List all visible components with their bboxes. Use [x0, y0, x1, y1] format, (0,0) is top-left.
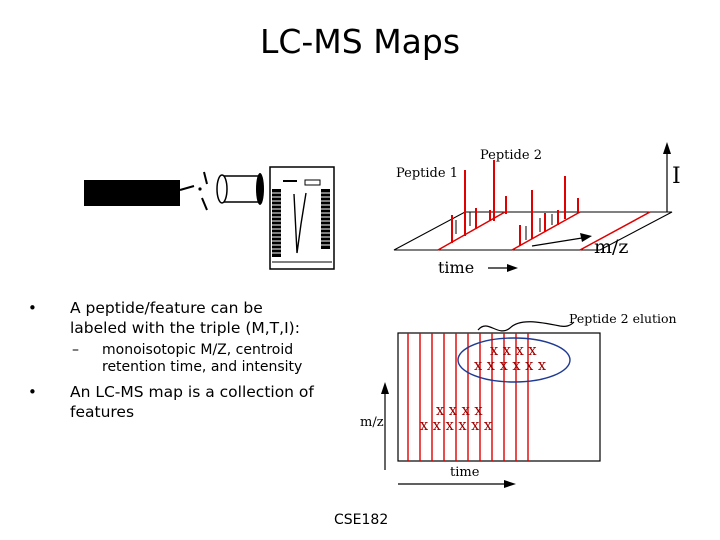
- sub-bullet-dash: –: [72, 342, 79, 358]
- ms-trajectory: [293, 192, 307, 254]
- map-scan-lines: [407, 333, 529, 461]
- elution-pointer: [477, 321, 575, 332]
- cluster-lower-row-2: x x x x x x: [420, 418, 493, 434]
- bullet-subtext-1: monoisotopic M/Z, centroid retention tim…: [102, 342, 303, 375]
- mz-axis: [531, 237, 583, 247]
- map-time-label: time: [450, 465, 480, 480]
- ms-vent-lines: [272, 192, 330, 254]
- peptide2-peaks: [519, 190, 559, 246]
- mz-label: m/z: [594, 236, 629, 258]
- bullet-dot: •: [28, 299, 37, 317]
- mz-axis-head: [580, 233, 592, 242]
- ms-vent-left: [272, 189, 281, 257]
- cluster-lower-row-1: x x x x: [436, 403, 483, 419]
- map-frame: [397, 332, 601, 462]
- cluster-upper-row-2: x x x x x x: [474, 358, 547, 374]
- time-axis-head: [507, 264, 518, 272]
- map-mz-axis-head: [381, 382, 389, 394]
- bullet-item-1: • A peptide/feature can be labeled with …: [28, 298, 328, 338]
- peptide1-peaks: [451, 170, 491, 243]
- map-plane: [393, 211, 673, 251]
- time-label: time: [438, 258, 475, 277]
- bullet-dot: •: [28, 383, 37, 401]
- lc-column-block: [84, 180, 180, 206]
- bullet-text-1: A peptide/feature can be labeled with th…: [70, 299, 300, 337]
- bullet-text-2: An LC-MS map is a collection of features: [70, 383, 314, 421]
- spectrum-rail-3: [579, 211, 651, 251]
- bullet-list: • A peptide/feature can be labeled with …: [28, 298, 328, 422]
- peptide1-small-peaks: [455, 212, 471, 234]
- map-time-axis-head: [504, 480, 516, 488]
- footer-course-label: CSE182: [334, 512, 389, 528]
- map-mz-label: m/z: [360, 415, 384, 430]
- peptide2-small-peaks: [525, 214, 553, 240]
- ion-tube-front: [216, 174, 228, 204]
- cluster-upper-row-1: x x x x: [490, 343, 537, 359]
- peptide2-right-peaks: [493, 160, 579, 221]
- intensity-axis-head: [663, 142, 671, 154]
- ion-tube: [221, 175, 261, 203]
- spray-dot: [198, 187, 202, 191]
- ms-vent-right: [321, 189, 330, 249]
- bullet-subitem-1: – monoisotopic M/Z, centroid retention t…: [72, 342, 328, 376]
- peptide2-label: Peptide 2: [480, 148, 542, 163]
- lc-connector: [179, 185, 195, 191]
- slide-title: LC-MS Maps: [259, 22, 461, 61]
- ion-tube-back: [256, 173, 264, 205]
- peptide1-label: Peptide 1: [396, 166, 458, 181]
- bullet-item-2: • An LC-MS map is a collection of featur…: [28, 382, 328, 422]
- spray-line-bottom: [201, 197, 208, 211]
- elution-ellipse: [457, 337, 571, 383]
- ms-display-slot: [304, 179, 321, 186]
- spray-line-top: [203, 171, 208, 185]
- intensity-label: I: [672, 164, 681, 189]
- elution-label: Peptide 2 elution: [569, 311, 677, 326]
